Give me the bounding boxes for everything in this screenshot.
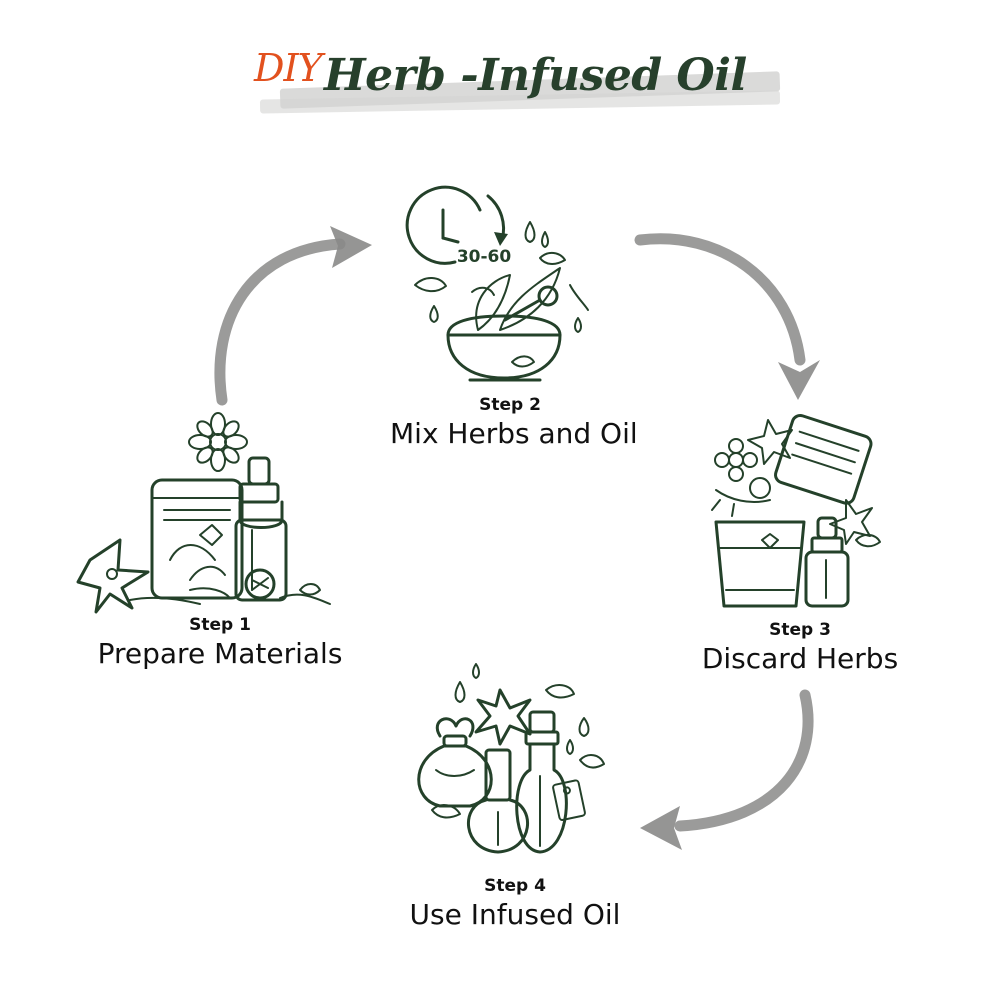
clock-icon [405, 185, 508, 265]
step-4-label: Step 4 Use Infused Oil [380, 876, 650, 931]
arrow-step3-to-step4 [640, 689, 814, 850]
step-title: Use Infused Oil [409, 898, 621, 931]
step-number: Step 1 [189, 615, 251, 635]
glass-dropper-icon [711, 413, 881, 608]
timer-label: 30-60 [457, 247, 512, 267]
title-main: Herb -Infused Oil [324, 50, 747, 101]
step-number: Step 2 [479, 395, 541, 415]
step-number: Step 4 [484, 876, 546, 896]
title-prefix: DIY [254, 46, 323, 90]
step-3-label: Step 3 Discard Herbs [670, 620, 930, 675]
step-title: Discard Herbs [701, 642, 899, 675]
step-1-label: Step 1 Prepare Materials [70, 615, 370, 670]
jar-bottle-flower-icon [76, 412, 331, 614]
herb-pouch-bottles-icon [417, 663, 605, 854]
arrow-step2-to-step3 [634, 233, 820, 400]
arrow-step1-to-step2 [214, 226, 372, 406]
step-2-label: Step 2 Mix Herbs and Oil [390, 395, 638, 450]
step-title: Prepare Materials [97, 637, 343, 670]
mortar-bowl-icon: 30-60 [405, 185, 589, 382]
step-number: Step 3 [769, 620, 831, 640]
title-block: DIY Herb -Infused Oil [240, 40, 800, 130]
step-title: Mix Herbs and Oil [390, 417, 638, 450]
